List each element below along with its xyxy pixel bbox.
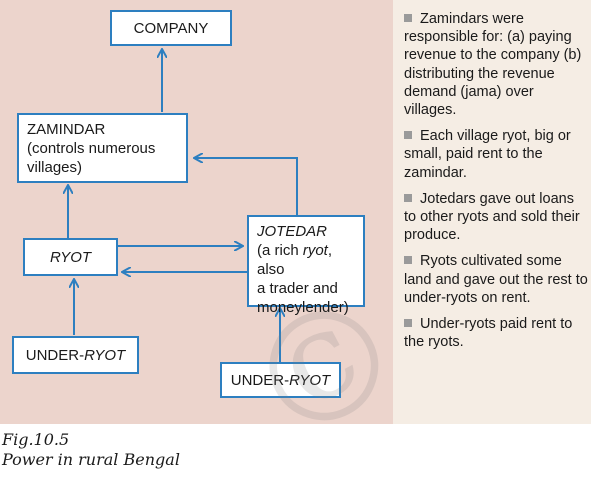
square-bullet-icon <box>404 193 412 202</box>
jotedar-box: JOTEDAR (a rich ryot, also a trader and … <box>247 215 365 316</box>
note-text: Under-ryots paid rent to the ryots. <box>404 316 573 351</box>
note-text: Ryots cultivated some land and gave out … <box>404 253 588 306</box>
under-ryot-left-label: UNDER-RYOT <box>25 346 126 364</box>
note-text: Zamindars were responsible for: (a) payi… <box>404 11 582 119</box>
zamindar-desc-2: villages) <box>27 159 83 176</box>
figure-number: Fig.10.5 <box>2 430 70 449</box>
jotedar-title: JOTEDAR <box>257 223 328 240</box>
square-bullet-icon <box>404 14 412 22</box>
note-text: Each village ryot, big or small, paid re… <box>404 128 571 181</box>
note-item: Zamindars were responsible for: (a) payi… <box>404 10 589 119</box>
note-item: Each village ryot, big or small, paid re… <box>404 127 589 182</box>
zamindar-title: ZAMINDAR <box>27 121 106 138</box>
under-ryot-right-label: UNDER-RYOT <box>230 371 331 389</box>
figure-title: Power in rural Bengal <box>2 450 180 469</box>
square-bullet-icon <box>404 319 412 328</box>
jotedar-desc-1: (a rich ryot, also <box>257 242 333 278</box>
notes-panel <box>393 0 591 424</box>
arrow-jotedar-to-zamindar <box>195 158 298 215</box>
square-bullet-icon <box>404 131 412 140</box>
figure-caption: Fig.10.5 Power in rural Bengal <box>2 430 180 470</box>
under-ryot-box-right: UNDER-RYOT <box>220 362 341 398</box>
note-text: Jotedars gave out loans to other ryots a… <box>404 190 580 244</box>
note-item: Under-ryots paid rent to the ryots. <box>404 315 589 351</box>
company-label: COMPANY <box>133 19 209 37</box>
company-box: COMPANY <box>110 10 232 46</box>
notes-list: Zamindars were responsible for: (a) payi… <box>404 10 589 359</box>
square-bullet-icon <box>404 256 412 265</box>
note-item: Ryots cultivated some land and gave out … <box>404 252 589 307</box>
zamindar-desc-1: (controls numerous <box>27 140 156 157</box>
jotedar-desc-3: moneylender) <box>257 299 349 316</box>
ryot-box: RYOT <box>23 238 118 276</box>
zamindar-box: ZAMINDAR (controls numerous villages) <box>17 113 188 183</box>
note-item: Jotedars gave out loans to other ryots a… <box>404 190 589 245</box>
jotedar-desc-2: a trader and <box>257 280 338 297</box>
under-ryot-box-left: UNDER-RYOT <box>12 336 139 374</box>
ryot-label: RYOT <box>49 248 92 266</box>
